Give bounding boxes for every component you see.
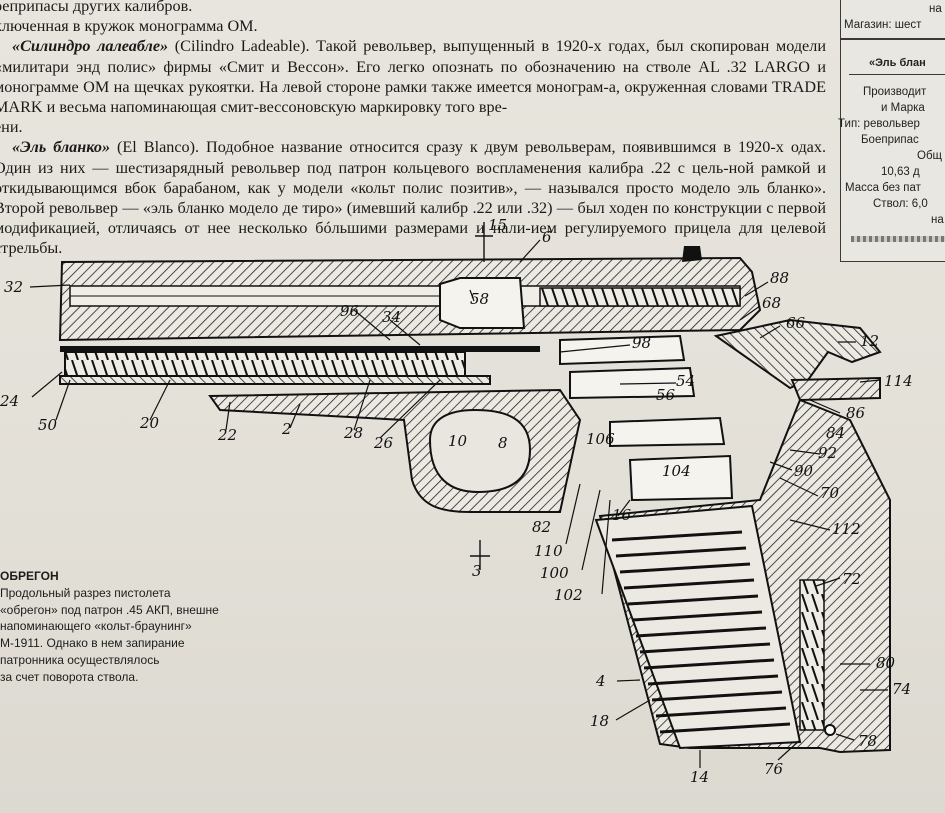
part-label: 86	[846, 404, 866, 422]
sidebar-heading: «Эль блан	[869, 57, 926, 69]
part-label: 3	[472, 562, 482, 580]
part-label: 20	[139, 414, 160, 432]
sidebar-row: Тип: револьвер	[838, 118, 920, 130]
part-label: 12	[860, 332, 879, 350]
sidebar-row: на	[931, 214, 944, 226]
part-labels: 32 6 15 58 96 34 88 68 66 12 114 24 50 2…	[0, 216, 913, 786]
sidebar-rule-2	[849, 74, 945, 75]
part-label: 72	[842, 570, 861, 588]
cilindro-text: (Cilindro Ladeable). Такой револьвер, вы…	[0, 37, 826, 117]
specs-sidebar: на Магазин: шест «Эль блан Производит и …	[838, 0, 945, 262]
sidebar-rule	[841, 38, 945, 40]
part-label: 18	[590, 712, 609, 730]
sidebar-row: Общ	[917, 150, 942, 162]
part-label: 6	[542, 228, 552, 246]
part-label: 56	[656, 386, 676, 404]
part-label: 102	[554, 586, 583, 604]
sidebar-row: Ствол: 6,0	[873, 198, 928, 210]
caption-line: Продольный разрез пистолета	[0, 585, 171, 600]
part-label: 70	[820, 484, 840, 502]
el-blanco-text: (El Blanco). Подобное название относится…	[0, 138, 827, 258]
part-label: 66	[786, 314, 806, 332]
mainspring	[799, 579, 825, 731]
guide-rod	[60, 346, 540, 352]
part-label: 88	[770, 269, 789, 287]
text-line-2: ключенная в кружок монограмма ОМ.	[0, 17, 258, 36]
part-label: 14	[690, 768, 709, 786]
sidebar-row: Масса без пат	[845, 182, 921, 194]
part-label: 76	[764, 760, 784, 778]
front-sight	[682, 246, 702, 262]
magazine-follower-spring	[611, 530, 791, 734]
part-label: 74	[892, 680, 911, 698]
part-label: 22	[217, 426, 237, 444]
part-label: 10	[448, 432, 468, 450]
part-label: 68	[762, 294, 781, 312]
pistol-cross-section-drawing: 32 6 15 58 96 34 88 68 66 12 114 24 50 2…	[0, 216, 913, 786]
sidebar-row: 10,63 д	[881, 166, 920, 178]
body-text: оеприпасы других калибров. ключенная в к…	[0, 0, 826, 259]
dust-cover	[59, 375, 491, 385]
cartridge-98	[559, 334, 686, 366]
part-label: 98	[632, 334, 651, 352]
caption-title: ОБРЕГОН	[0, 569, 59, 583]
part-label: 104	[662, 462, 691, 480]
cilindro-title: «Силиндро лалеабле»	[12, 37, 169, 56]
sidebar-row: Боеприпас	[861, 134, 919, 146]
paragraph-el-blanco: «Эль бланко» (El Blanco). Подобное назва…	[0, 137, 826, 258]
lanyard-pin	[824, 724, 836, 736]
sidebar-row: Производит	[863, 86, 927, 98]
part-label: 28	[343, 424, 363, 442]
text-line-1: оеприпасы других калибров.	[0, 0, 193, 15]
part-label: 34	[382, 308, 401, 326]
part-label: 80	[876, 654, 896, 672]
sidebar-line-top: на	[929, 3, 942, 15]
part-label: 58	[470, 290, 489, 308]
part-label: 8	[498, 434, 508, 452]
leader-lines	[29, 239, 888, 768]
part-label: 106	[586, 430, 615, 448]
paragraph-cilindro: «Силиндро лалеабле» (Cilindro Ladeable).…	[0, 36, 826, 117]
sidebar-row: и Марка	[881, 102, 925, 114]
caption-line: патронника осуществлялось	[0, 652, 160, 667]
trigger-guard-opening	[428, 408, 532, 494]
caption-line: за счет поворота ствола.	[0, 669, 139, 684]
sidebar-magazine: Магазин: шест	[844, 19, 922, 31]
part-label: 90	[794, 462, 814, 480]
caption-line: напоминающего «кольт-браунинг»	[0, 619, 192, 634]
part-label: 16	[612, 506, 632, 524]
recoil-spring	[64, 351, 466, 377]
paragraph-end: ени.	[0, 118, 23, 137]
el-blanco-title: «Эль бланко»	[12, 138, 111, 157]
part-label: 24	[0, 392, 19, 410]
cartridge-54	[569, 366, 696, 400]
chambered-cartridge	[439, 277, 526, 329]
part-label: 32	[4, 278, 23, 296]
cartridge-104	[628, 454, 734, 502]
caption-line: «обрегон» под патрон .45 АКП, внешне	[0, 602, 219, 617]
part-label: 92	[818, 444, 837, 462]
part-label: 100	[540, 564, 569, 582]
part-label: 82	[532, 518, 551, 536]
part-label: 114	[884, 372, 913, 390]
magazine	[594, 504, 802, 750]
part-label: 110	[534, 542, 563, 560]
grip-safety	[790, 376, 881, 402]
part-label: 2	[281, 420, 292, 438]
firing-pin-spring	[539, 287, 741, 307]
part-label: 84	[826, 424, 845, 442]
part-label: 4	[595, 672, 606, 690]
part-label: 15	[488, 216, 507, 234]
part-label: 112	[832, 520, 861, 538]
part-label: 50	[38, 416, 58, 434]
caption-line: М-1911. Однако в нем запирание	[0, 636, 185, 651]
part-label: 96	[340, 302, 360, 320]
part-label: 26	[373, 434, 394, 452]
part-label: 78	[858, 732, 877, 750]
cartridge-106	[609, 416, 726, 448]
sidebar-bar	[851, 236, 945, 242]
part-label: 54	[676, 372, 695, 390]
figure-caption: ОБРЕГОН Продольный разрез пистолета «обр…	[0, 568, 270, 686]
